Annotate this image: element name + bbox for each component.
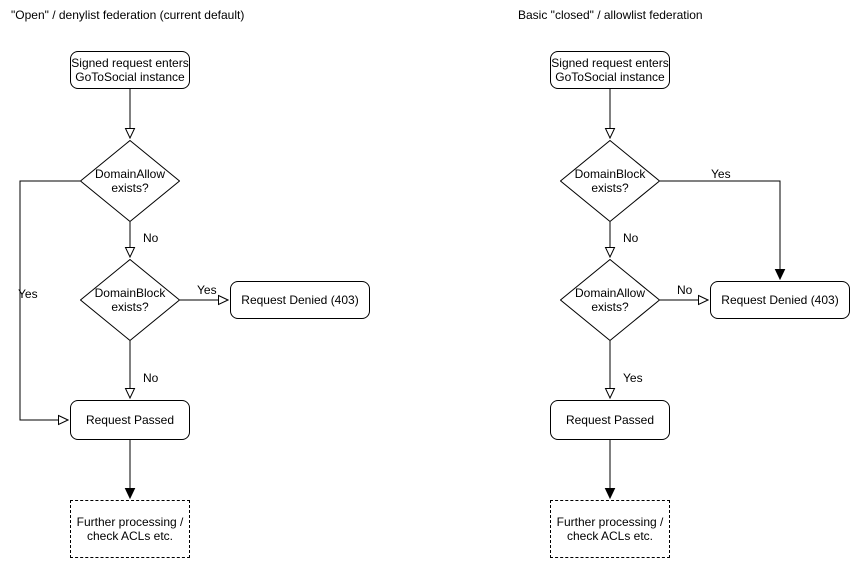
node-label: Signed request enters GoToSocial instanc…	[71, 55, 189, 84]
edge-right-decision1-yes-to-denied	[660, 180, 780, 279]
node-label: Request Denied (403)	[721, 292, 839, 307]
edge-label-right-decision1-no: No	[623, 231, 639, 245]
diamond-shape	[560, 259, 660, 341]
node-right-request-denied: Request Denied (403)	[710, 281, 850, 319]
edge-label-left-decision2-no: No	[143, 371, 159, 385]
edge-label-left-decision1-no: No	[143, 231, 159, 245]
node-left-decision-domainallow: DomainAllow exists?	[80, 140, 180, 222]
diamond-shape	[560, 140, 660, 222]
node-right-further-processing: Further processing / check ACLs etc.	[550, 500, 670, 558]
node-left-further-processing: Further processing / check ACLs etc.	[70, 500, 190, 558]
node-left-request-passed: Request Passed	[70, 400, 190, 440]
diamond-shape	[80, 140, 180, 222]
node-label: Request Passed	[85, 412, 175, 427]
node-right-start: Signed request enters GoToSocial instanc…	[550, 51, 670, 89]
node-label: Further processing / check ACLs etc.	[556, 514, 664, 543]
node-label: Request Passed	[565, 412, 655, 427]
node-left-request-denied: Request Denied (403)	[230, 281, 370, 319]
node-right-decision-domainallow: DomainAllow exists?	[560, 259, 660, 341]
node-label: Request Denied (403)	[241, 292, 359, 307]
edge-label-right-decision2-no: No	[677, 283, 693, 297]
node-left-start: Signed request enters GoToSocial instanc…	[70, 51, 190, 89]
node-right-decision-domainblock: DomainBlock exists?	[560, 140, 660, 222]
node-label: Further processing / check ACLs etc.	[76, 514, 184, 543]
node-right-request-passed: Request Passed	[550, 400, 670, 440]
edge-label-left-decision2-yes: Yes	[197, 283, 217, 297]
diagram-title-open-federation: "Open" / denylist federation (current de…	[11, 8, 245, 22]
edge-label-left-decision1-yes: Yes	[18, 287, 38, 301]
node-label: Signed request enters GoToSocial instanc…	[551, 55, 669, 84]
edge-label-right-decision2-yes: Yes	[623, 371, 643, 385]
diamond-shape	[80, 259, 180, 341]
node-left-decision-domainblock: DomainBlock exists?	[80, 259, 180, 341]
node-label: DomainBlock exists?	[574, 166, 646, 195]
edge-label-right-decision1-yes: Yes	[711, 167, 731, 181]
node-label: DomainAllow exists?	[94, 166, 166, 195]
diagram-title-closed-federation: Basic "closed" / allowlist federation	[518, 8, 703, 22]
node-label: DomainBlock exists?	[94, 285, 166, 314]
node-label: DomainAllow exists?	[574, 285, 646, 314]
